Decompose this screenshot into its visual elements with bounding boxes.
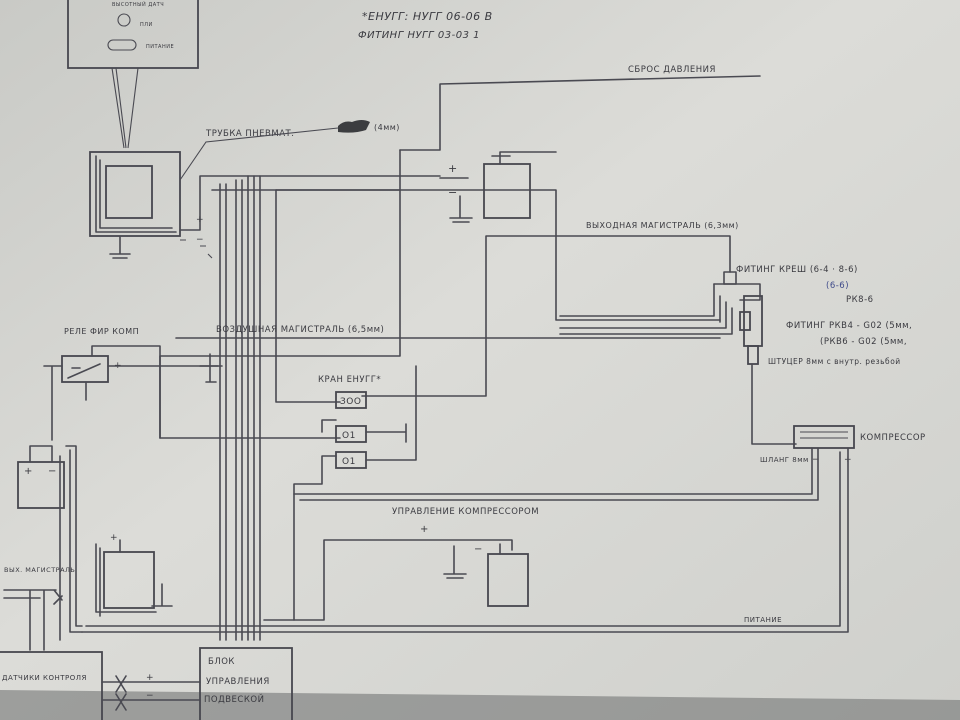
height-sensor-block	[89, 151, 181, 259]
fitting-pkb2-label: (РКВ6 - G02 (5мм,	[820, 337, 907, 347]
relay-label: РЕЛЕ ФИР КОМП	[64, 327, 139, 336]
pneumatic-tube-note: (4мм)	[374, 123, 400, 132]
compressor-relay: +	[43, 345, 341, 441]
battery-left: + −	[17, 445, 65, 509]
svg-text:+: +	[146, 673, 154, 683]
svg-text:+: +	[24, 466, 33, 477]
pneumatic-tube-label: ТРУБКА ПНЕВМАТ.	[205, 129, 294, 139]
hose-label: ШЛАНГ 8мм	[760, 456, 809, 464]
svg-text:−: −	[196, 235, 204, 245]
height-sensor-display: ВЫСОТНЫЙ ДАТЧ ПЛИ ПИТАНИЕ	[67, 0, 199, 69]
power-label: ПИТАНИЕ	[744, 616, 782, 624]
display-line3: ПИТАНИЕ	[146, 44, 174, 50]
shtutser-label: ШТУЦЕР 8мм с внутр. резьбой	[768, 357, 901, 366]
vyhod-label: ВЫХ. МАГИСТРАЛЬ	[4, 566, 75, 574]
svg-text:+: +	[420, 524, 429, 535]
compressor-label: КОМПРЕССОР	[860, 433, 926, 443]
block-line1: БЛОК	[208, 657, 235, 667]
display-line2: ПЛИ	[140, 22, 153, 28]
pressure-release-label: СБРОС ДАВЛЕНИЯ	[628, 65, 716, 75]
display-line1: ВЫСОТНЫЙ ДАТЧ	[112, 1, 164, 8]
fitting-kresh-label: ФИТИНГ КРЕШ (6-4 · 8-6)	[736, 265, 858, 275]
header-line1: *ЕНУГГ: НУГГ 06-06 В	[362, 10, 493, 23]
svg-text:+: +	[110, 533, 118, 543]
output-line-label: ВЫХОДНАЯ МАГИСТРАЛЬ (6,3мм)	[586, 221, 739, 230]
valve-mid-label: О1	[342, 431, 356, 441]
battery-bottom-left: +	[95, 533, 173, 617]
svg-text:−: −	[812, 455, 820, 465]
svg-text:−: −	[48, 466, 57, 477]
valve-block: ЗОО О1 О1	[293, 365, 417, 621]
valve-fitting-assembly	[559, 271, 797, 445]
air-line-label: ВОЗДУШНАЯ МАГИСТРАЛЬ (6,5мм)	[216, 325, 384, 335]
crane-label: КРАН ЕНУГГ*	[318, 375, 381, 385]
battery-top: + −	[439, 151, 557, 223]
compressor: КОМПРЕССОР ШЛАНГ 8мм − +	[81, 425, 926, 633]
block-line2: УПРАВЛЕНИЯ	[206, 677, 270, 687]
svg-text:+: +	[448, 162, 458, 175]
valve-top-label: ЗОО	[340, 397, 361, 407]
compressor-control-label: УПРАВЛЕНИЕ КОМПРЕССОРОМ	[392, 507, 539, 517]
fitting-kresh-alt: (6-6)	[826, 281, 849, 291]
svg-text:−: −	[448, 186, 458, 199]
control-sensors-label: ДАТЧИКИ КОНТРОЛЯ	[2, 674, 87, 682]
block-line3: ПОДВЕСКОЙ	[204, 693, 264, 705]
suspension-control-unit: БЛОК УПРАВЛЕНИЯ ПОДВЕСКОЙ + −	[101, 647, 293, 720]
svg-text:−: −	[146, 691, 154, 701]
valve-bot-label: О1	[342, 457, 356, 467]
control-sensors-box	[0, 651, 103, 720]
pneumatic-tube-sample	[338, 120, 370, 133]
pk8-label: РК8-6	[846, 295, 874, 305]
fitting-pkb-label: ФИТИНГ РКВ4 - G02 (5мм,	[786, 321, 912, 331]
paper-shadow-edge	[0, 690, 960, 720]
svg-text:+: +	[196, 215, 204, 225]
header-line2: ФИТИНГ НУГГ 03-03 1	[358, 30, 480, 41]
battery-bottom	[487, 553, 529, 607]
svg-text:−: −	[474, 544, 483, 555]
